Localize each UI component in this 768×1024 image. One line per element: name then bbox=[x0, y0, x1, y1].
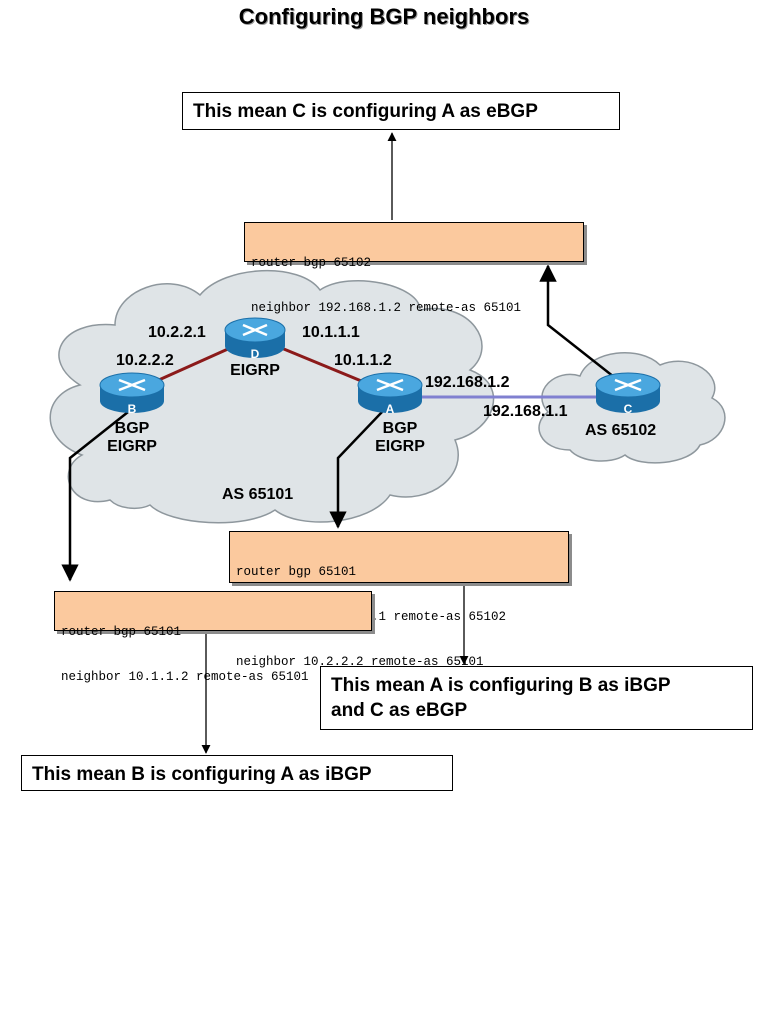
note-text-line2: and C as eBGP bbox=[331, 700, 468, 721]
address-d-to-a: 10.1.1.1 bbox=[302, 324, 360, 341]
address-c-to-a: 192.168.1.1 bbox=[483, 403, 568, 420]
page-title: Configuring BGP neighbors bbox=[238, 4, 530, 29]
address-a-to-d: 10.1.1.2 bbox=[334, 352, 392, 369]
note-text: This mean C is configuring A as eBGP bbox=[193, 101, 538, 122]
note-c-configuring-a: This mean C is configuring A as eBGP bbox=[182, 92, 620, 130]
router-a-icon bbox=[357, 372, 423, 413]
arrow-router-c-to-config bbox=[539, 264, 629, 389]
config-router-b: router bgp 65101 neighbor 10.1.1.2 remot… bbox=[54, 591, 372, 684]
router-d-letter: D bbox=[250, 347, 260, 361]
address-b-to-d: 10.2.2.2 bbox=[116, 352, 174, 369]
note-a-configuring-b-and-c: This mean A is configuring B as iBGP and… bbox=[320, 666, 753, 730]
router-c-icon bbox=[595, 372, 661, 413]
router-b-role-bgp: BGP bbox=[114, 420, 150, 437]
note-text-line1: This mean A is configuring B as iBGP bbox=[331, 675, 671, 696]
config-line: router bgp 65101 bbox=[61, 625, 182, 639]
router-d-icon bbox=[224, 317, 286, 358]
as-65101-label: AS 65101 bbox=[222, 486, 294, 503]
config-line: neighbor 10.2.2.2 remote-as 65101 bbox=[236, 655, 484, 669]
config-router-c: router bgp 65102 neighbor 192.168.1.2 re… bbox=[244, 222, 584, 315]
as-65101-cloud bbox=[49, 269, 495, 524]
router-a-role-bgp: BGP bbox=[382, 420, 418, 437]
config-router-a: router bgp 65101 neighbor 192.168.1.1 re… bbox=[229, 531, 569, 669]
config-line: neighbor 10.1.1.2 remote-as 65101 bbox=[61, 670, 309, 684]
config-line: router bgp 65102 bbox=[251, 256, 372, 270]
note-b-configuring-a: This mean B is configuring A as iBGP bbox=[21, 755, 453, 791]
note-text: This mean B is configuring A as iBGP bbox=[32, 764, 372, 785]
router-b-letter: B bbox=[127, 402, 137, 416]
router-a-role-eigrp: EIGRP bbox=[375, 438, 425, 455]
router-a-letter: A bbox=[385, 402, 395, 416]
router-c-letter: C bbox=[623, 402, 633, 416]
config-line: neighbor 192.168.1.2 remote-as 65101 bbox=[251, 301, 522, 315]
router-b-icon bbox=[99, 372, 165, 413]
router-b-role-eigrp: EIGRP bbox=[107, 438, 157, 455]
address-d-to-b: 10.2.2.1 bbox=[148, 324, 206, 341]
config-line: router bgp 65101 bbox=[236, 565, 357, 579]
arrow-router-b-to-config bbox=[61, 411, 129, 582]
router-d-role: EIGRP bbox=[230, 362, 280, 379]
address-a-to-c: 192.168.1.2 bbox=[425, 374, 510, 391]
arrow-router-a-to-config bbox=[329, 411, 383, 529]
as-65102-label: AS 65102 bbox=[585, 422, 657, 439]
